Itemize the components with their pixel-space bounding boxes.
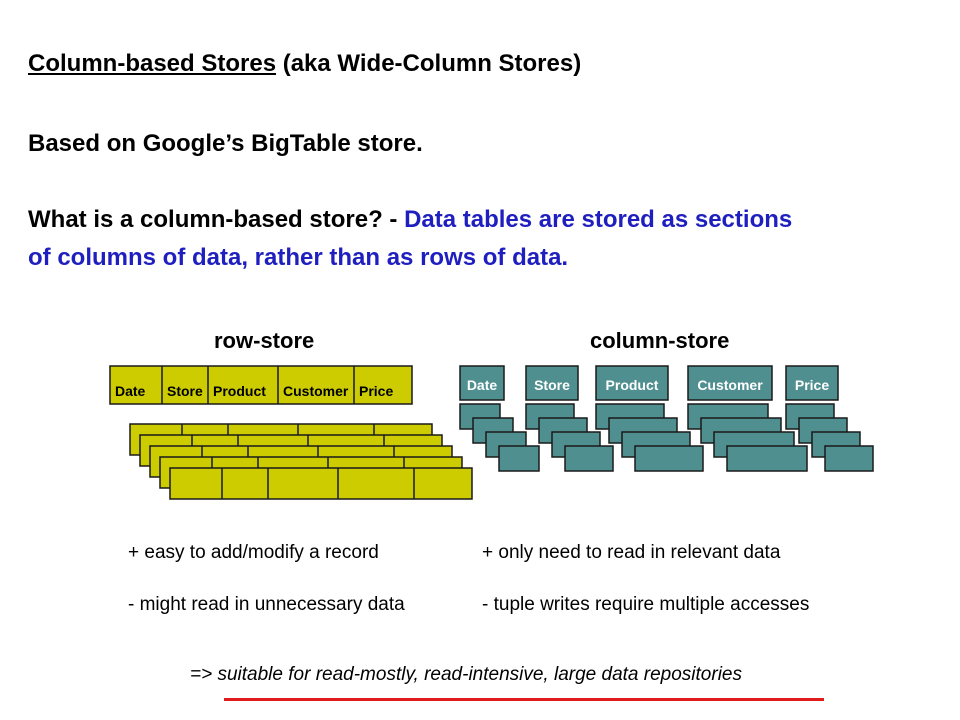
- question-prefix: What is a column-based store? -: [28, 206, 405, 233]
- title-aside: (aka Wide-Column Stores): [276, 50, 582, 77]
- row-store-pro: + easy to add/modify a record: [128, 542, 379, 563]
- conclusion-text: => suitable for read-mostly, read-intens…: [190, 664, 742, 685]
- answer-line-1: Data tables are stored as sections: [404, 206, 793, 233]
- column-store-heading: column-store: [590, 328, 730, 353]
- row-store-column-label: Customer: [283, 383, 349, 399]
- column-store-section: [498, 445, 540, 472]
- answer-line-2: of columns of data, rather than as rows …: [28, 244, 569, 271]
- column-store-header-box: [459, 365, 505, 401]
- row-store-column-label: Product: [213, 383, 266, 399]
- row-store-header-box: [109, 365, 413, 405]
- column-store-section: [824, 445, 874, 472]
- question-line-1: What is a column-based store? - Data tab…: [28, 206, 792, 234]
- column-store-column-label: Customer: [697, 377, 763, 393]
- column-store-header-box: [525, 365, 579, 401]
- column-store-section: [726, 445, 808, 472]
- slide-title: Column-based Stores (aka Wide-Column Sto…: [28, 50, 581, 78]
- column-store-diagram: Date Store Product Customer Price: [459, 365, 874, 472]
- column-store-section: [564, 445, 614, 472]
- row-store-column-label: Date: [115, 383, 146, 399]
- row-store-column-label: Store: [167, 383, 203, 399]
- column-store-header-box: [785, 365, 839, 401]
- row-store-heading: row-store: [214, 328, 315, 353]
- conclusion-underline: [224, 698, 824, 701]
- column-store-header-box: [595, 365, 669, 401]
- column-store-column-label: Store: [534, 377, 570, 393]
- row-store-column-label: Price: [359, 383, 393, 399]
- based-on-text: Based on Google’s BigTable store.: [28, 130, 423, 157]
- column-store-column-label: Price: [795, 377, 829, 393]
- column-store-column-label: Date: [467, 377, 498, 393]
- row-store-diagram: Date Store Product Customer Price: [109, 365, 473, 500]
- column-store-pro: + only need to read in relevant data: [482, 542, 781, 563]
- column-store-section: [634, 445, 704, 472]
- column-store-column-label: Product: [606, 377, 659, 393]
- column-store-con: - tuple writes require multiple accesses: [482, 594, 810, 615]
- row-store-con: - might read in unnecessary data: [128, 594, 405, 615]
- row-store-record-box: [169, 467, 473, 500]
- title-main: Column-based Stores: [28, 50, 277, 77]
- column-store-header-box: [687, 365, 773, 401]
